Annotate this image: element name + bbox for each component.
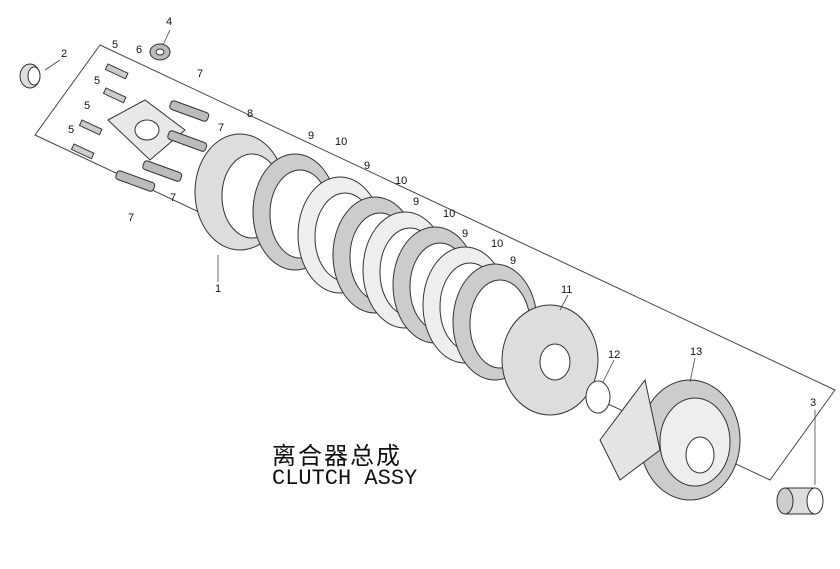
part-label-10: 10 xyxy=(443,208,456,220)
part-label-8: 8 xyxy=(247,108,254,120)
part-3-sleeve xyxy=(776,487,824,515)
part-label-7: 7 xyxy=(197,68,204,80)
part-label-7: 7 xyxy=(218,122,225,134)
part-13-outer-clutch xyxy=(599,378,741,501)
part-7-springs xyxy=(115,100,210,192)
part-label-9: 9 xyxy=(364,160,371,172)
part-label-5: 5 xyxy=(84,100,91,112)
part-label-5: 5 xyxy=(112,39,119,51)
part-label-12: 12 xyxy=(608,349,621,361)
part-label-1: 1 xyxy=(215,283,222,295)
clutch-discs xyxy=(194,133,538,381)
part-label-3: 3 xyxy=(810,397,817,409)
part-label-11: 11 xyxy=(561,284,573,296)
part-label-6: 6 xyxy=(136,44,143,56)
part-11-pressure-plate xyxy=(501,304,599,416)
part-2-cap xyxy=(19,63,41,89)
part-label-5: 5 xyxy=(94,75,101,87)
part-label-4: 4 xyxy=(166,16,173,28)
part-label-5: 5 xyxy=(68,124,75,136)
part-label-9: 9 xyxy=(462,228,469,240)
part-label-10: 10 xyxy=(491,238,504,250)
part-12-washer xyxy=(585,380,611,414)
part-label-2: 2 xyxy=(61,48,68,60)
part-4-bearing xyxy=(149,43,171,61)
part-label-9: 9 xyxy=(413,196,420,208)
part-label-10: 10 xyxy=(395,175,408,187)
part-label-9: 9 xyxy=(510,255,517,267)
part-label-7: 7 xyxy=(128,212,135,224)
title-english: CLUTCH ASSY xyxy=(272,466,418,491)
part-label-9: 9 xyxy=(308,130,315,142)
part-5-bolts xyxy=(70,63,129,160)
title-chinese: 离合器总成 xyxy=(272,442,402,470)
part-label-13: 13 xyxy=(690,346,703,358)
assembly-outline xyxy=(34,44,836,481)
part-label-7: 7 xyxy=(170,192,177,204)
part-label-10: 10 xyxy=(335,136,348,148)
